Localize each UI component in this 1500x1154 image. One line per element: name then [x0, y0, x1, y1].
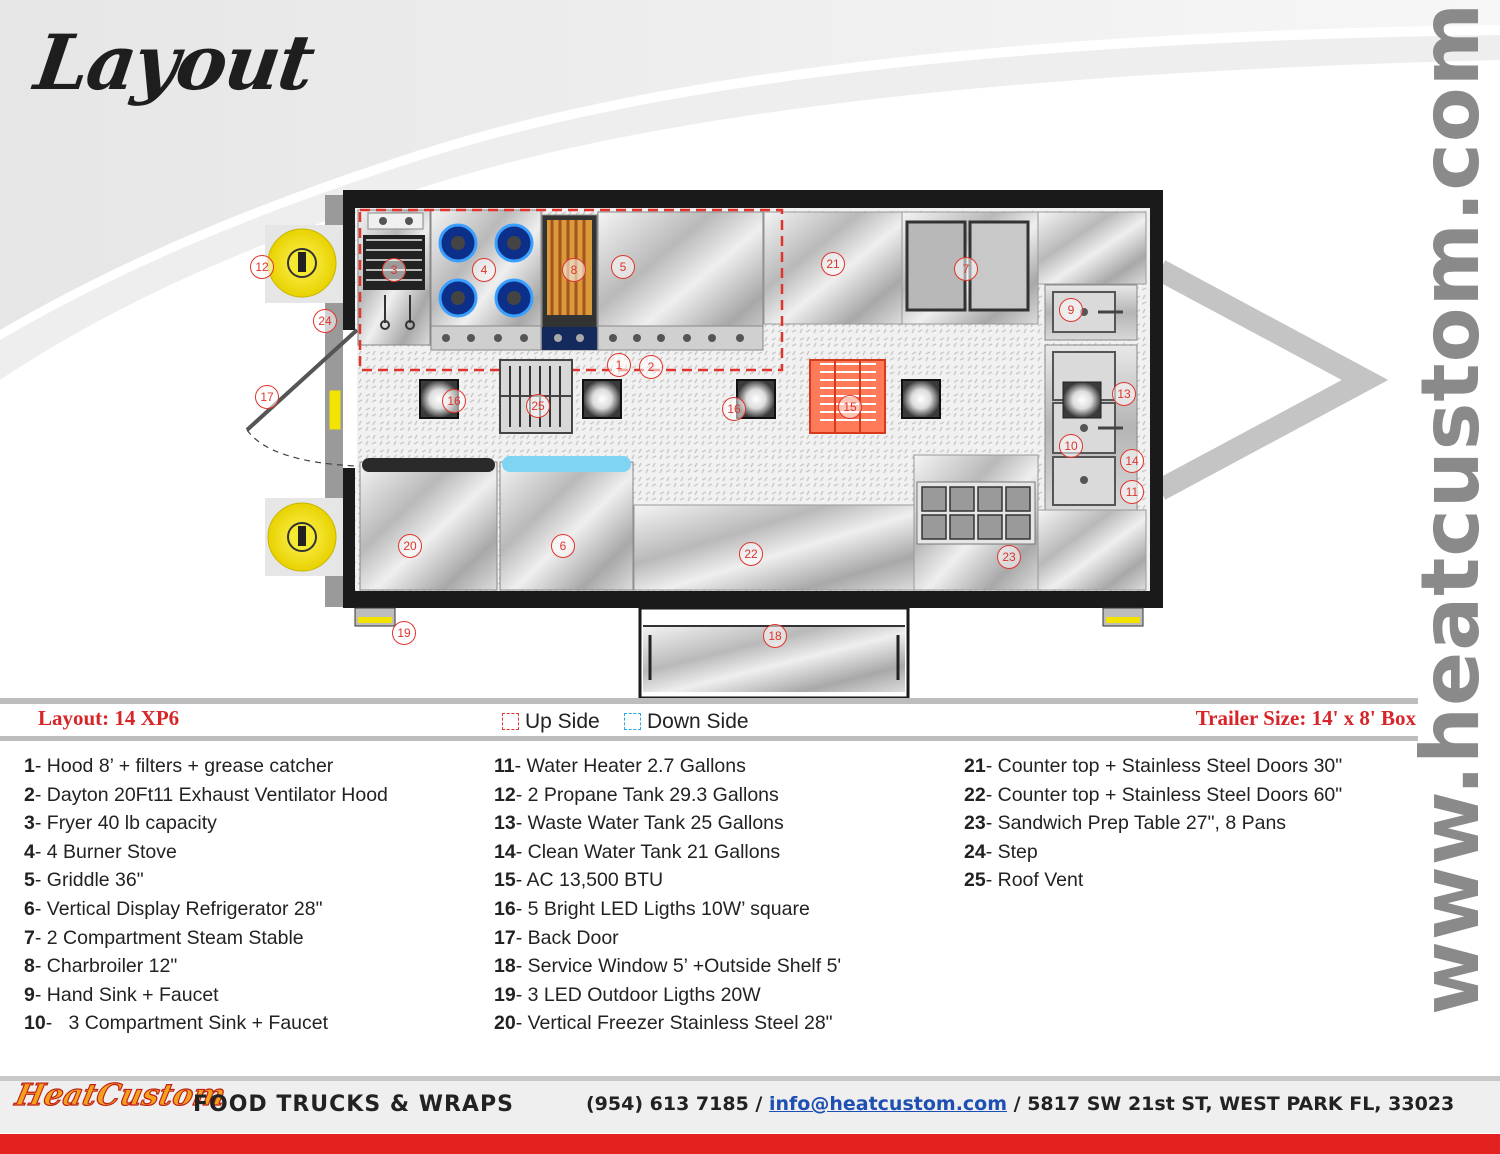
list-item: 17- Back Door	[494, 926, 619, 949]
callout-19: 19	[392, 621, 416, 645]
list-item: 14- Clean Water Tank 21 Gallons	[494, 840, 781, 863]
contact-info: (954) 613 7185 / info@heatcustom.com / 5…	[586, 1093, 1454, 1115]
divider	[0, 736, 1418, 741]
list-item: 1- Hood 8’ + filters + grease catcher	[24, 755, 334, 777]
callout-6: 6	[551, 534, 575, 558]
list-item: 8- Charbroiler 12"	[24, 955, 178, 978]
email-link[interactable]: info@heatcustom.com	[768, 1093, 1008, 1115]
list-item: 4- 4 Burner Stove	[24, 840, 177, 863]
legend-label: Up Side	[525, 710, 600, 733]
callout-15: 15	[838, 395, 862, 419]
list-item: 20- Vertical Freezer Stainless Steel 28"	[494, 1012, 833, 1035]
list-item: 24- Step	[964, 840, 1038, 863]
separator: /	[1007, 1093, 1028, 1115]
list-item: 18- Service Window 5’ +Outside Shelf 5'	[494, 955, 842, 978]
footer	[0, 1081, 1500, 1133]
list-item: 3- Fryer 40 lb capacity	[24, 812, 217, 835]
trailer-size: Trailer Size: 14' x 8' Box	[1195, 706, 1416, 730]
list-item: 15- AC 13,500 BTU	[494, 869, 664, 892]
list-item: 23- Sandwich Prep Table 27", 8 Pans	[964, 812, 1287, 835]
legend-up-side: Up Side	[502, 710, 600, 734]
separator: /	[748, 1093, 769, 1115]
propane-tank-bottom	[265, 498, 343, 576]
callout-25: 25	[526, 394, 550, 418]
callout-8: 8	[562, 258, 586, 282]
legend-down-side: Down Side	[624, 710, 749, 734]
callout-4: 4	[472, 258, 496, 282]
footer-red-strip	[0, 1134, 1500, 1154]
callout-16: 16	[442, 389, 466, 413]
callout-3: 3	[382, 258, 406, 282]
brand-tagline: FOOD TRUCKS & WRAPS	[193, 1092, 514, 1117]
callout-7: 7	[954, 257, 978, 281]
callout-24: 24	[313, 309, 337, 333]
callout-17: 17	[255, 385, 279, 409]
floor-plan	[245, 190, 1389, 700]
callout-14: 14	[1120, 449, 1144, 473]
callout-10: 10	[1059, 434, 1083, 458]
legend-label: Down Side	[647, 710, 749, 733]
callout-18: 18	[763, 624, 787, 648]
callout-22: 22	[739, 542, 763, 566]
list-item: 13- Waste Water Tank 25 Gallons	[494, 812, 784, 835]
phone-number: (954) 613 7185	[586, 1093, 749, 1115]
propane-tank-top	[265, 225, 343, 303]
list-item: 11- Water Heater 2.7 Gallons	[494, 755, 746, 777]
list-item: 5- Griddle 36"	[24, 869, 144, 892]
divider	[0, 698, 1418, 704]
callout-2: 2	[639, 355, 663, 379]
list-item: 16- 5 Bright LED Ligths 10W’ square	[494, 897, 810, 920]
callout-1: 1	[607, 353, 631, 377]
callout-13: 13	[1112, 382, 1136, 406]
callout-20: 20	[398, 534, 422, 558]
legend-swatch-down	[624, 713, 641, 730]
list-item: 10- 3 Compartment Sink + Faucet	[24, 1012, 329, 1035]
callout-23: 23	[997, 545, 1021, 569]
equipment-list-col-3: 21- Counter top + Stainless Steel Doors …	[964, 755, 1342, 898]
equipment-list-col-2: 11- Water Heater 2.7 Gallons 12- 2 Propa…	[494, 755, 841, 1041]
list-item: 22- Counter top + Stainless Steel Doors …	[964, 783, 1343, 806]
list-item: 7- 2 Compartment Steam Stable	[24, 926, 304, 949]
callout-21: 21	[821, 252, 845, 276]
list-item: 21- Counter top + Stainless Steel Doors …	[964, 755, 1343, 777]
equipment-list-col-1: 1- Hood 8’ + filters + grease catcher 2-…	[24, 755, 388, 1041]
led-lights	[419, 379, 941, 419]
address: 5817 SW 21st ST, WEST PARK FL, 33023	[1027, 1093, 1455, 1115]
callout-12: 12	[250, 255, 274, 279]
callout-5: 5	[611, 255, 635, 279]
list-item: 25- Roof Vent	[964, 869, 1084, 892]
callout-9: 9	[1059, 298, 1083, 322]
callout-11: 11	[1120, 480, 1144, 504]
list-item: 2- Dayton 20Ft11 Exhaust Ventilator Hood	[24, 783, 388, 806]
legend-swatch-up	[502, 713, 519, 730]
list-item: 6- Vertical Display Refrigerator 28"	[24, 897, 323, 920]
footer-divider	[0, 1076, 1500, 1081]
list-item: 12- 2 Propane Tank 29.3 Gallons	[494, 783, 779, 806]
list-item: 9- Hand Sink + Faucet	[24, 983, 219, 1006]
layout-name: Layout: 14 XP6	[38, 706, 180, 730]
list-item: 19- 3 LED Outdoor Ligths 20W	[494, 983, 761, 1006]
callout-16: 16	[722, 397, 746, 421]
